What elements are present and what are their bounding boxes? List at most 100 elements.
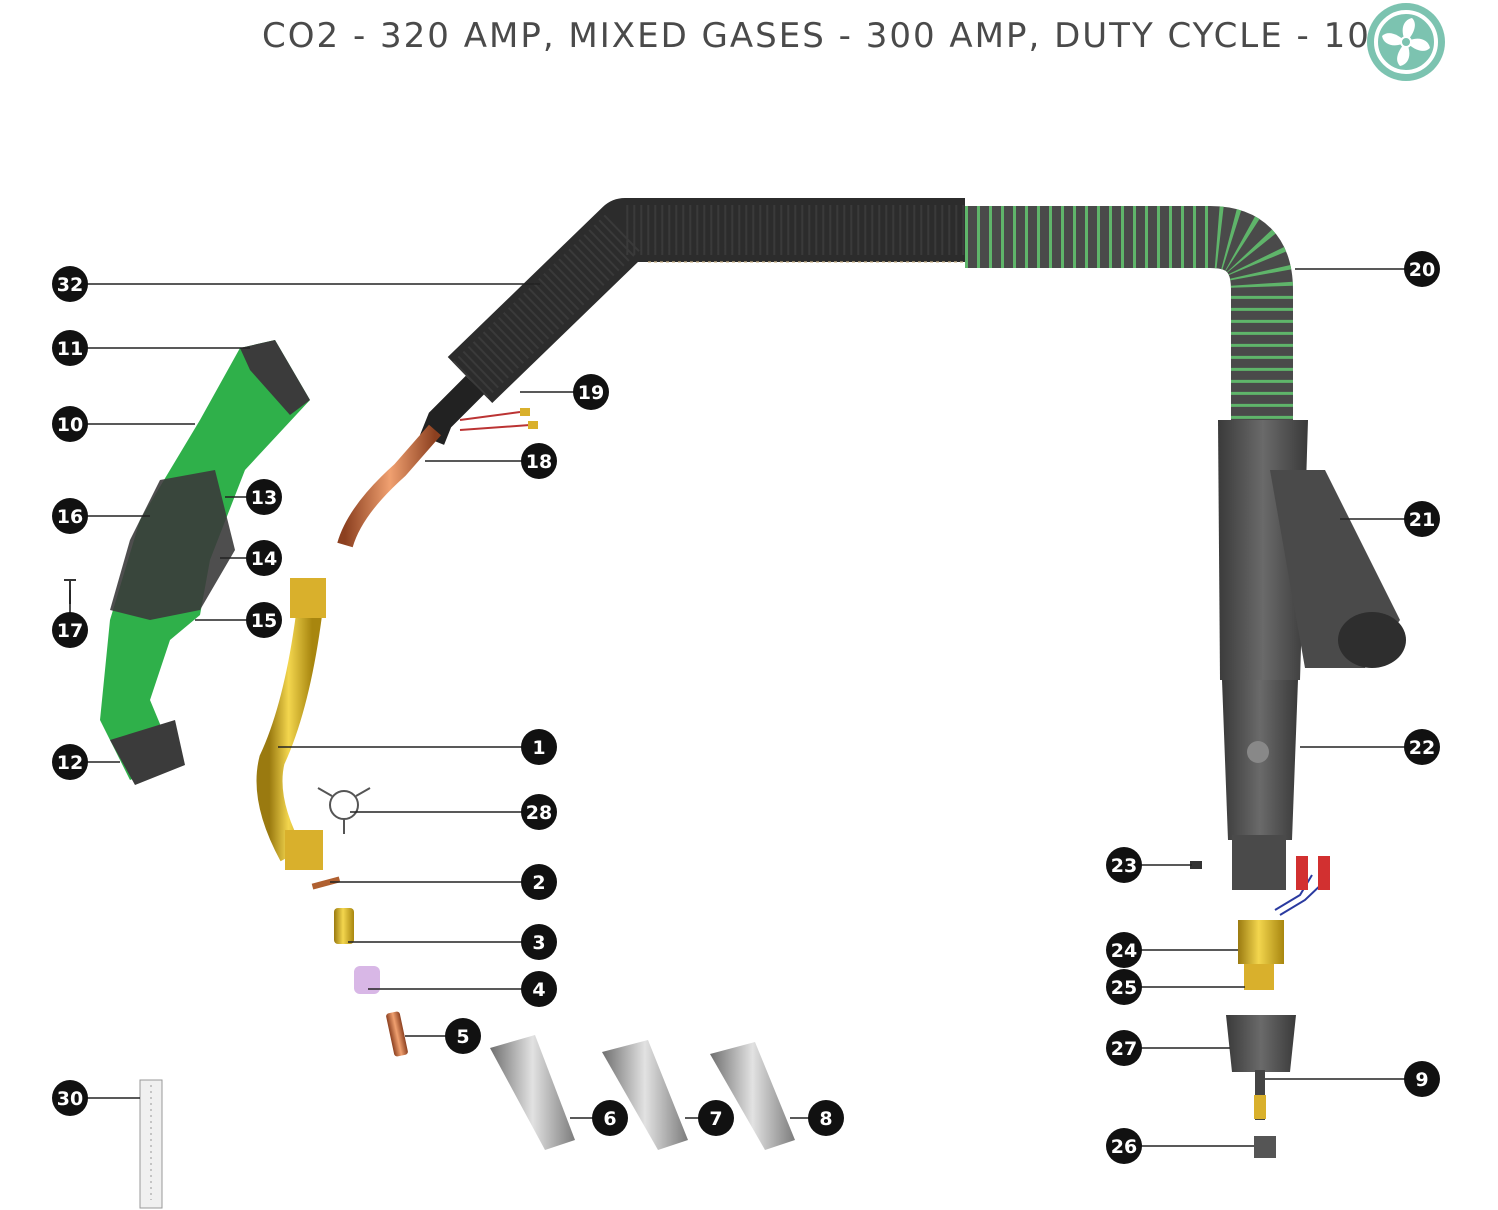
callout-leaders <box>69 268 1422 1147</box>
callout-number: 5 <box>456 1026 469 1048</box>
callout-26: 26 <box>1106 1128 1142 1164</box>
callout-number: 20 <box>1409 259 1435 281</box>
callout-number: 10 <box>57 414 83 436</box>
callout-number: 8 <box>819 1108 832 1130</box>
rear-connector-stack <box>1190 856 1330 1158</box>
cable-cover-hose <box>447 198 965 403</box>
callout-circle <box>246 479 282 515</box>
callout-circle <box>1404 729 1440 765</box>
callout-3: 3 <box>521 924 557 960</box>
callout-21: 21 <box>1404 501 1440 537</box>
callout-13: 13 <box>246 479 282 515</box>
callout-2: 2 <box>521 864 557 900</box>
callout-number: 3 <box>532 932 545 954</box>
callout-number: 23 <box>1111 855 1137 877</box>
callout-23: 23 <box>1106 847 1142 883</box>
callout-circle <box>592 1100 628 1136</box>
callout-number: 24 <box>1111 940 1137 962</box>
rear-handle <box>1222 680 1298 890</box>
callout-number: 27 <box>1111 1038 1137 1060</box>
swan-neck-tube <box>256 588 325 862</box>
callout-circle <box>1106 847 1142 883</box>
callout-19: 19 <box>573 374 609 410</box>
callout-9: 9 <box>1404 1061 1440 1097</box>
callout-5: 5 <box>445 1018 481 1054</box>
swan-neck-end <box>290 578 326 618</box>
callout-circle <box>52 406 88 442</box>
spanner-tool-icon <box>317 787 371 834</box>
callout-circle <box>1404 1061 1440 1097</box>
callout-circle <box>521 864 557 900</box>
callout-17: 17 <box>52 612 88 648</box>
callout-7: 7 <box>698 1100 734 1136</box>
callout-circle <box>445 1018 481 1054</box>
callout-15: 15 <box>246 602 282 638</box>
fan-icon <box>1367 3 1445 81</box>
callout-circle <box>573 374 609 410</box>
callout-number: 19 <box>578 382 604 404</box>
green-handle <box>100 340 310 785</box>
callout-number: 2 <box>532 872 545 894</box>
callout-8: 8 <box>808 1100 844 1136</box>
nozzle-set <box>490 1035 795 1150</box>
callout-number: 15 <box>251 610 277 632</box>
callout-number: 26 <box>1111 1136 1137 1158</box>
callout-22: 22 <box>1404 729 1440 765</box>
callout-18: 18 <box>521 443 557 479</box>
contact-tip <box>386 1011 408 1057</box>
callout-number: 6 <box>603 1108 616 1130</box>
callout-16: 16 <box>52 498 88 534</box>
callout-number: 25 <box>1111 977 1137 999</box>
extraction-y-body <box>1218 420 1406 680</box>
callout-number: 18 <box>526 451 552 473</box>
callout-28: 28 <box>521 794 557 830</box>
callout-circle <box>52 498 88 534</box>
callout-number: 11 <box>57 338 83 360</box>
callout-4: 4 <box>521 971 557 1007</box>
callout-circle <box>521 794 557 830</box>
callout-30: 30 <box>52 1080 88 1116</box>
callout-number: 14 <box>251 548 277 570</box>
callout-circle <box>521 729 557 765</box>
callout-number: 13 <box>251 487 277 509</box>
callout-12: 12 <box>52 744 88 780</box>
callout-circle <box>1106 1030 1142 1066</box>
callout-number: 17 <box>57 620 83 642</box>
callout-number: 4 <box>532 979 545 1001</box>
callout-circle <box>246 540 282 576</box>
callout-circle <box>1106 1128 1142 1164</box>
callout-27: 27 <box>1106 1030 1142 1066</box>
callout-circle <box>52 612 88 648</box>
callout-24: 24 <box>1106 932 1142 968</box>
callout-25: 25 <box>1106 969 1142 1005</box>
callout-number: 16 <box>57 506 83 528</box>
callout-circle <box>246 602 282 638</box>
wire-ruler <box>139 1079 163 1209</box>
callout-circle <box>52 266 88 302</box>
callout-circle <box>52 744 88 780</box>
insulator-part <box>311 876 341 890</box>
callout-number: 12 <box>57 752 83 774</box>
callout-number: 9 <box>1415 1069 1428 1091</box>
callout-circle <box>521 971 557 1007</box>
spring-guard <box>965 206 1293 440</box>
callout-number: 28 <box>526 802 552 824</box>
page-title: CO2 - 320 AMP, MIXED GASES - 300 AMP, DU… <box>262 16 1429 56</box>
swan-neck-nut <box>285 830 323 870</box>
callout-circle <box>52 1080 88 1116</box>
callout-14: 14 <box>246 540 282 576</box>
callout-number: 1 <box>532 737 545 759</box>
callout-number: 32 <box>57 274 83 296</box>
callout-circle <box>1404 251 1440 287</box>
callout-32: 32 <box>52 266 88 302</box>
callout-10: 10 <box>52 406 88 442</box>
callout-6: 6 <box>592 1100 628 1136</box>
callout-number: 21 <box>1409 509 1435 531</box>
callout-circle <box>1404 501 1440 537</box>
callout-circle <box>698 1100 734 1136</box>
callout-circle <box>521 924 557 960</box>
callout-11: 11 <box>52 330 88 366</box>
